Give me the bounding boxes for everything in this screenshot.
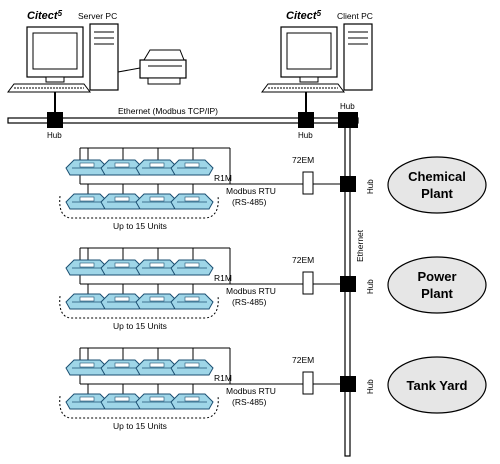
r1m-label: R1M	[214, 173, 232, 183]
server-tower	[89, 23, 119, 91]
converter-label: 72EM	[292, 255, 314, 265]
device-group-3: R1M Modbus RTU(RS-485) Up to 15 Units 72EM H…	[59, 347, 487, 431]
printer-cable	[117, 67, 141, 73]
r1m-unit-icon	[100, 193, 144, 210]
hub-icon	[340, 176, 356, 192]
hub-label: Hub	[298, 131, 313, 140]
protocol-label-sub: (RS-485)	[232, 197, 267, 207]
r1m-unit-icon	[170, 293, 214, 310]
client-monitor-screen	[286, 32, 332, 70]
plant-ellipse	[387, 256, 487, 314]
r1m-unit-icon	[170, 359, 214, 376]
hub-label: Hub	[340, 102, 355, 111]
converter-label: 72EM	[292, 355, 314, 365]
printer-icon	[139, 49, 187, 85]
plant-label: Chemical	[408, 169, 466, 184]
server-pc-label: Server PC	[78, 11, 117, 21]
plant-label: Tank Yard	[407, 378, 468, 393]
r1m-unit-icon	[170, 193, 214, 210]
converter-72em	[302, 171, 314, 195]
client-logo: Citect5	[286, 9, 322, 22]
server-monitor-screen	[32, 32, 78, 70]
hub-corner: Hub	[338, 102, 358, 128]
protocol-label: Modbus RTU	[226, 386, 276, 396]
client-tower	[343, 23, 373, 91]
server-logo: Citect5	[27, 9, 63, 22]
client-pc-label: Client PC	[337, 11, 373, 21]
hub-server: Hub	[47, 112, 63, 140]
hub-label: Hub	[366, 279, 375, 294]
protocol-label: Modbus RTU	[226, 186, 276, 196]
r1m-unit-icon	[170, 159, 214, 176]
r1m-unit-icon	[170, 259, 214, 276]
r1m-label: R1M	[214, 373, 232, 383]
ethernet-label: Ethernet (Modbus TCP/IP)	[118, 106, 218, 116]
r1m-unit-icon	[135, 293, 179, 310]
r1m-unit-icon	[65, 359, 109, 376]
converter-72em	[302, 371, 314, 395]
device-group-2: R1M Modbus RTU(RS-485) Up to 15 Units 72EM H…	[59, 247, 487, 331]
server-pc: Citect5 Server PC	[7, 9, 187, 93]
plant-ellipse	[387, 156, 487, 214]
plant-label-line2: Plant	[421, 286, 453, 301]
hub-icon	[340, 276, 356, 292]
r1m-unit-icon	[170, 393, 214, 410]
plant-label: Power	[417, 269, 456, 284]
plant-ellipse	[387, 356, 487, 414]
units-label: Up to 15 Units	[113, 421, 167, 431]
hub-label: Hub	[366, 179, 375, 194]
r1m-label: R1M	[214, 273, 232, 283]
device-group-1: R1M Modbus RTU(RS-485) Up to 15 Units 72EM H…	[59, 147, 487, 231]
r1m-unit-icon	[65, 393, 109, 410]
hub-icon	[340, 376, 356, 392]
r1m-unit-icon	[100, 293, 144, 310]
converter-label: 72EM	[292, 155, 314, 165]
client-pc: Citect5 Client PC	[261, 9, 373, 93]
hub-label: Hub	[366, 379, 375, 394]
hub-label: Hub	[47, 131, 62, 140]
units-label: Up to 15 Units	[113, 321, 167, 331]
protocol-label-sub: (RS-485)	[232, 297, 267, 307]
plant-label-line2: Plant	[421, 186, 453, 201]
server-monitor-stand	[45, 76, 65, 83]
units-label: Up to 15 Units	[113, 221, 167, 231]
protocol-label-sub: (RS-485)	[232, 397, 267, 407]
hub-client: Hub	[298, 112, 314, 140]
protocol-label: Modbus RTU	[226, 286, 276, 296]
r1m-unit-icon	[100, 359, 144, 376]
r1m-unit-icon	[65, 193, 109, 210]
converter-72em	[302, 271, 314, 295]
ethernet-vertical-label: Ethernet	[355, 229, 365, 262]
r1m-unit-icon	[135, 359, 179, 376]
